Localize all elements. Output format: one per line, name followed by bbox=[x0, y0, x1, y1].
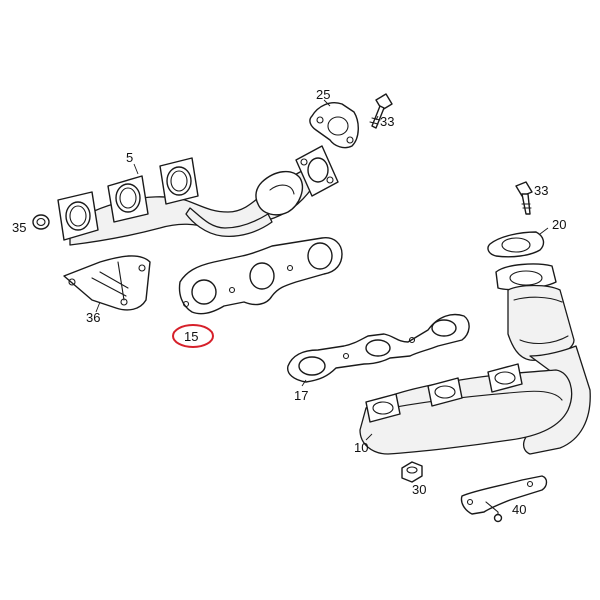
part-40-bracket[interactable] bbox=[460, 475, 548, 523]
part-15-manifold-gasket-left[interactable] bbox=[178, 237, 343, 315]
highlight-ring-15 bbox=[172, 324, 214, 348]
label-30: 30 bbox=[412, 482, 426, 497]
part-30-nut[interactable] bbox=[401, 461, 423, 483]
label-15: 15 bbox=[184, 329, 198, 344]
label-25: 25 bbox=[316, 87, 330, 102]
label-40: 40 bbox=[512, 502, 526, 517]
part-25-flange-gasket[interactable] bbox=[309, 102, 359, 149]
part-17-manifold-gasket-right[interactable] bbox=[287, 313, 470, 383]
part-33-bolt-right[interactable] bbox=[515, 181, 533, 215]
part-35-nut[interactable] bbox=[32, 214, 50, 230]
label-33-top: 33 bbox=[380, 114, 394, 129]
part-10-exhaust-manifold-right[interactable] bbox=[359, 263, 591, 455]
label-36: 36 bbox=[86, 310, 100, 325]
label-5: 5 bbox=[126, 150, 133, 165]
part-5-exhaust-manifold-left[interactable] bbox=[57, 145, 339, 246]
part-36-heat-shield[interactable] bbox=[63, 255, 151, 311]
label-20: 20 bbox=[552, 217, 566, 232]
label-35: 35 bbox=[12, 220, 26, 235]
part-20-flange-gasket-right[interactable] bbox=[487, 231, 545, 258]
label-17: 17 bbox=[294, 388, 308, 403]
label-33-right: 33 bbox=[534, 183, 548, 198]
label-10: 10 bbox=[354, 440, 368, 455]
